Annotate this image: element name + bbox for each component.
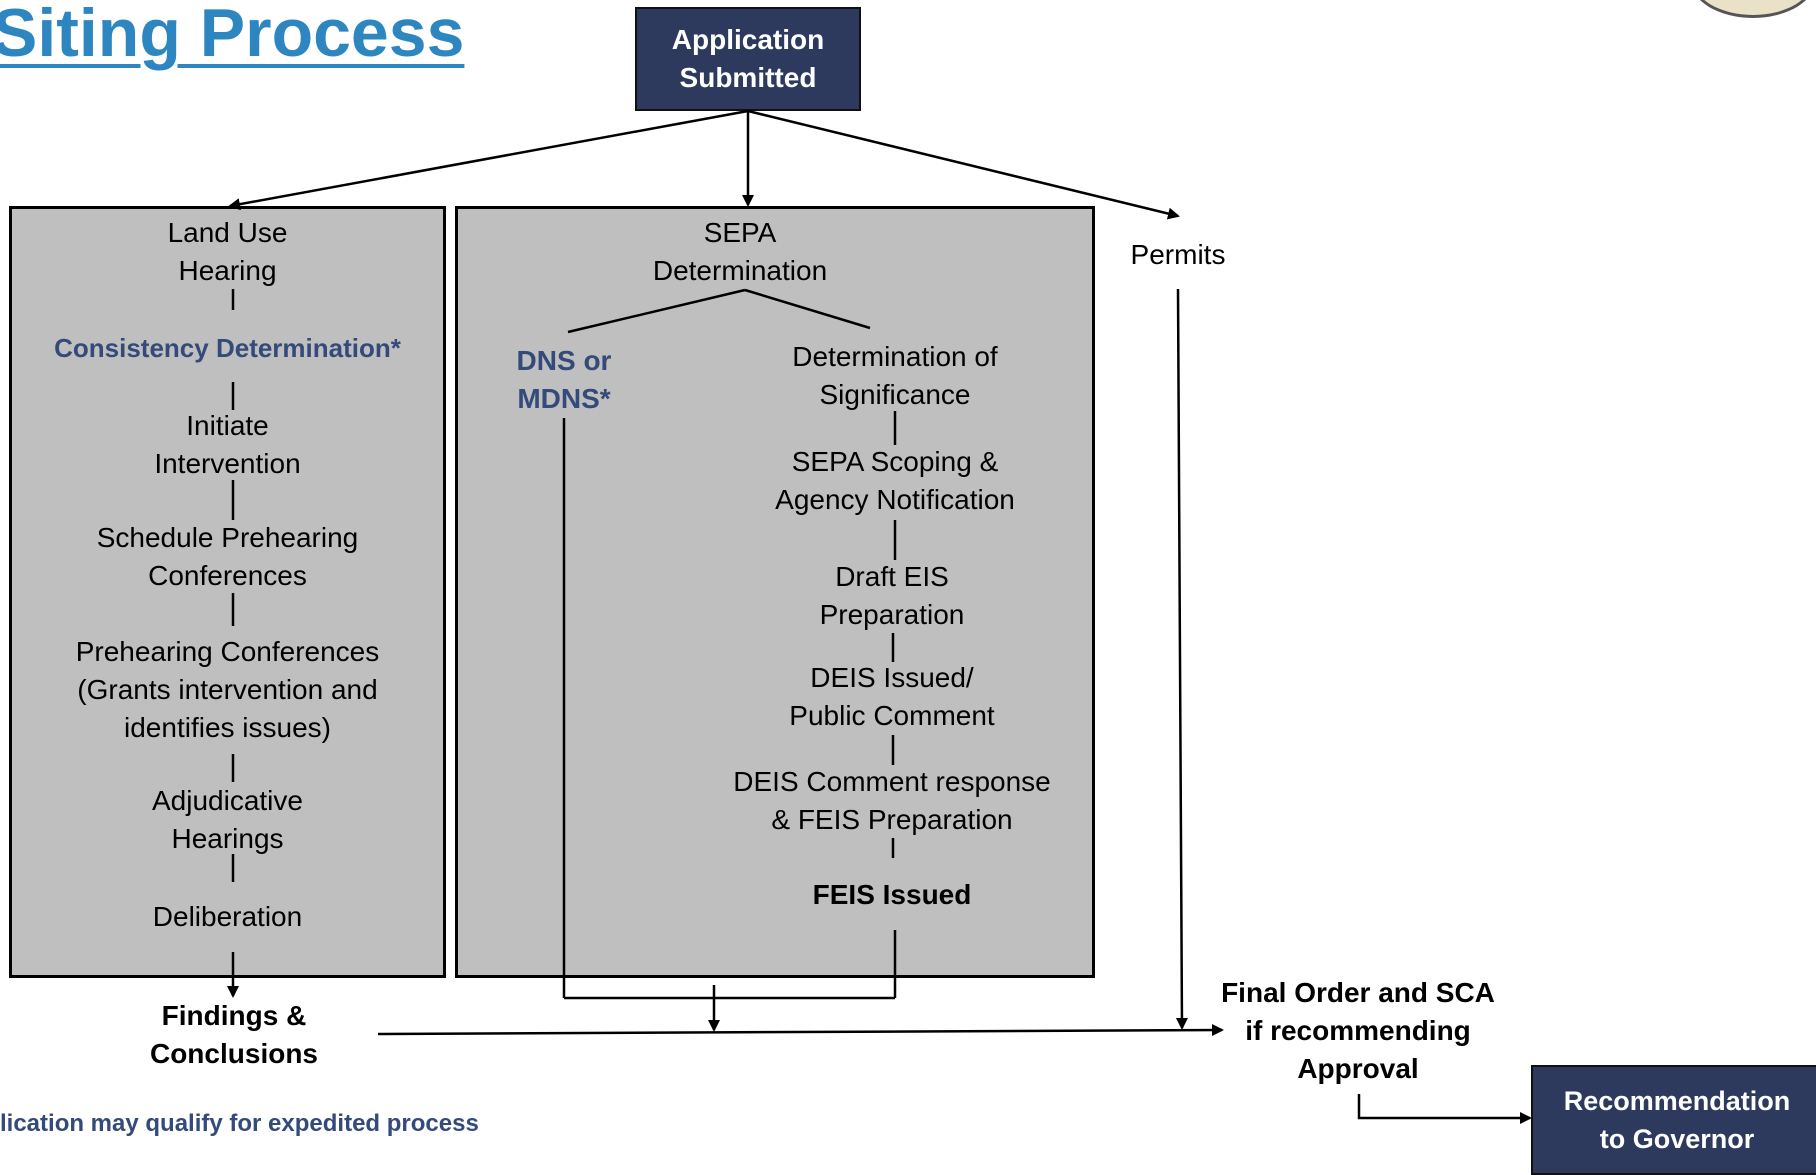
consistency-determination-label: Consistency Determination* xyxy=(54,333,401,363)
arrow-to-land-use xyxy=(228,109,749,211)
prehearing-conferences-label: Prehearing Conferences (Grants intervent… xyxy=(75,636,380,743)
arrow-to-permits xyxy=(747,109,1180,220)
page-title: Siting Process xyxy=(0,0,465,71)
schedule-prehearing-label: Schedule Prehearing Conferences xyxy=(96,522,359,591)
initiate-intervention-label: Initiate Intervention xyxy=(154,410,301,479)
sepa-panel xyxy=(455,206,1095,978)
final-order-label: Final Order and SCA if recommending Appr… xyxy=(1221,977,1495,1084)
application-submitted-label: Application Submitted xyxy=(671,24,825,93)
land-use-panel xyxy=(9,206,446,978)
arrow-permits-down xyxy=(1175,288,1188,1030)
sepa-scoping-label: SEPA Scoping & Agency Notification xyxy=(775,446,1015,515)
adjudicative-hearings-label: Adjudicative Hearings xyxy=(152,785,303,854)
deis-issued-label: DEIS Issued/ Public Comment xyxy=(789,662,995,731)
recommendation-box: Recommendation to Governor xyxy=(1531,1065,1816,1175)
draft-eis-label: Draft EIS Preparation xyxy=(819,561,965,630)
footnote: lication may qualify for expedited proce… xyxy=(0,1110,479,1137)
feis-issued-label: FEIS Issued xyxy=(812,879,972,910)
arrow-to-final-order xyxy=(377,1024,1224,1037)
sepa-determination-label: SEPA Determination xyxy=(652,217,828,286)
land-use-hearing-label: Land Use Hearing xyxy=(167,217,288,286)
application-submitted-box: Application Submitted xyxy=(635,7,861,111)
deis-comment-response-label: DEIS Comment response & FEIS Preparation xyxy=(733,766,1051,835)
permits-label: Permits xyxy=(1130,239,1226,270)
recommendation-label: Recommendation to Governor xyxy=(1563,1086,1791,1154)
dns-mdns-label: DNS or MDNS* xyxy=(516,345,612,414)
determination-of-significance-label: Determination of Significance xyxy=(792,341,998,410)
deliberation-label: Deliberation xyxy=(152,901,303,932)
findings-conclusions-label: Findings & Conclusions xyxy=(149,1000,318,1069)
arrow-to-recommendation xyxy=(1357,1094,1532,1124)
